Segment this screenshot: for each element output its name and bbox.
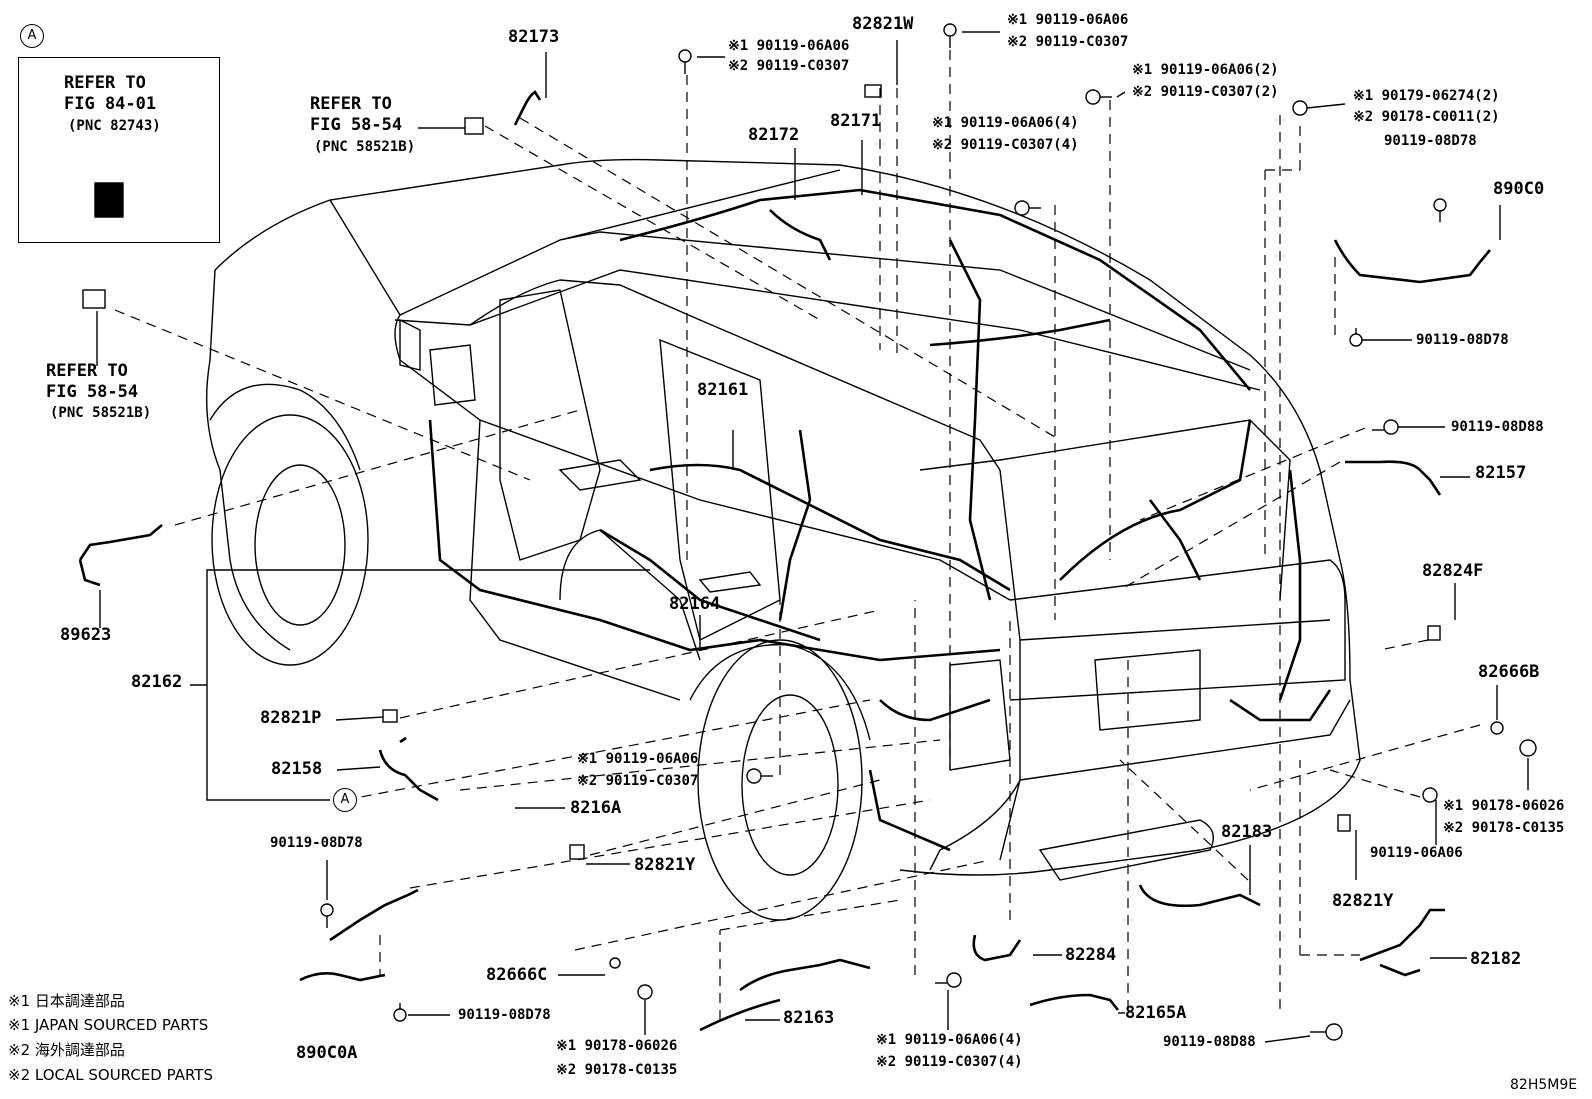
legend-jp-1: ※1 日本調達部品 — [8, 992, 125, 1010]
bolt-6: 90119-08D78 — [1416, 332, 1509, 348]
connectors — [82, 84, 1441, 860]
inset-pnc-label: (PNC 82743) — [68, 118, 161, 134]
inset-fig-label: FIG 84-01 — [64, 94, 157, 114]
bolt-12-jp: ※1 90178-06026 — [556, 1038, 678, 1054]
bolt-2-jp: ※1 90119-06A06 — [1007, 12, 1129, 28]
bolt-1-jp: ※1 90119-06A06 — [728, 38, 850, 54]
bolts — [320, 23, 1537, 1041]
bolt-9-jp: ※1 90178-06026 — [1443, 798, 1565, 814]
bolt-9-common: 90119-06A06 — [1370, 845, 1463, 861]
part-82157: 82157 — [1475, 463, 1527, 483]
bolt-4-common: 90119-08D78 — [1384, 133, 1477, 149]
bolt-8-jp: ※1 90119-06A06 — [577, 751, 699, 767]
part-82173: 82173 — [508, 27, 560, 47]
refer-top-fig: FIG 58-54 — [310, 115, 403, 135]
callout-a: A — [333, 788, 357, 812]
guide-lines — [114, 50, 1481, 1020]
part-82164: 82164 — [669, 594, 721, 614]
part-82162: 82162 — [131, 672, 183, 692]
refer-left-label: REFER TO — [46, 361, 128, 381]
legend-en-1: ※1 JAPAN SOURCED PARTS — [8, 1016, 209, 1034]
legend-jp-2: ※2 海外調達部品 — [8, 1041, 125, 1059]
part-82824F: 82824F — [1422, 561, 1484, 581]
harness-lines — [78, 90, 1491, 1032]
leader-lines — [96, 31, 1529, 1043]
part-82165A: 82165A — [1125, 1003, 1187, 1023]
refer-left-pnc: (PNC 58521B) — [50, 405, 152, 421]
bolt-11: 90119-08D78 — [458, 1007, 551, 1023]
rear-wheel — [209, 383, 369, 666]
part-82666B: 82666B — [1478, 662, 1540, 682]
part-82183: 82183 — [1221, 822, 1273, 842]
part-82171: 82171 — [830, 111, 882, 131]
bolt-9-local: ※2 90178-C0135 — [1443, 820, 1565, 836]
part-82158: 82158 — [271, 759, 323, 779]
inset-callout: A — [20, 24, 44, 48]
part-82821W: 82821W — [852, 14, 914, 34]
part-890C0A: 890C0A — [296, 1043, 358, 1063]
part-82172: 82172 — [748, 125, 800, 145]
part-82161: 82161 — [697, 380, 749, 400]
vehicle-body — [205, 158, 1361, 881]
refer-top-label: REFER TO — [310, 94, 392, 114]
bolt-12-local: ※2 90178-C0135 — [556, 1062, 678, 1078]
refer-top-pnc: (PNC 58521B) — [314, 139, 416, 155]
part-890C0: 890C0 — [1493, 179, 1545, 199]
bolt-14: 90119-08D88 — [1163, 1034, 1256, 1050]
bolt-2-local: ※2 90119-C0307 — [1007, 34, 1129, 50]
bolt-3-jp: ※1 90119-06A06(2) — [1132, 62, 1279, 78]
part-82821Y-left: 82821Y — [634, 855, 696, 875]
bolt-4-jp: ※1 90179-06274(2) — [1353, 88, 1500, 104]
bolt-1-local: ※2 90119-C0307 — [728, 58, 850, 74]
bolt-4-local: ※2 90178-C0011(2) — [1353, 109, 1500, 125]
part-82182: 82182 — [1470, 949, 1522, 969]
inset-refer-label: REFER TO — [64, 73, 146, 93]
bolt-3-local: ※2 90119-C0307(2) — [1132, 84, 1279, 100]
bolt-10: 90119-08D78 — [270, 835, 363, 851]
refer-left-fig: FIG 58-54 — [46, 382, 139, 402]
part-82666C: 82666C — [486, 965, 548, 985]
bolt-5-jp: ※1 90119-06A06(4) — [932, 115, 1079, 131]
part-89623: 89623 — [60, 625, 112, 645]
diagram-code: 82H5M9E — [1510, 1077, 1578, 1093]
bolt-13-local: ※2 90119-C0307(4) — [876, 1054, 1023, 1070]
part-82163: 82163 — [783, 1008, 835, 1028]
inset-box — [18, 57, 220, 243]
part-8216A: 8216A — [570, 798, 622, 818]
part-82821P: 82821P — [260, 708, 322, 728]
bolt-5-local: ※2 90119-C0307(4) — [932, 137, 1079, 153]
part-82284: 82284 — [1065, 945, 1117, 965]
bolt-8-local: ※2 90119-C0307 — [577, 773, 699, 789]
legend-en-2: ※2 LOCAL SOURCED PARTS — [8, 1066, 213, 1084]
bolt-13-jp: ※1 90119-06A06(4) — [876, 1032, 1023, 1048]
part-82821Y-right: 82821Y — [1332, 891, 1394, 911]
bolt-7: 90119-08D88 — [1451, 419, 1544, 435]
